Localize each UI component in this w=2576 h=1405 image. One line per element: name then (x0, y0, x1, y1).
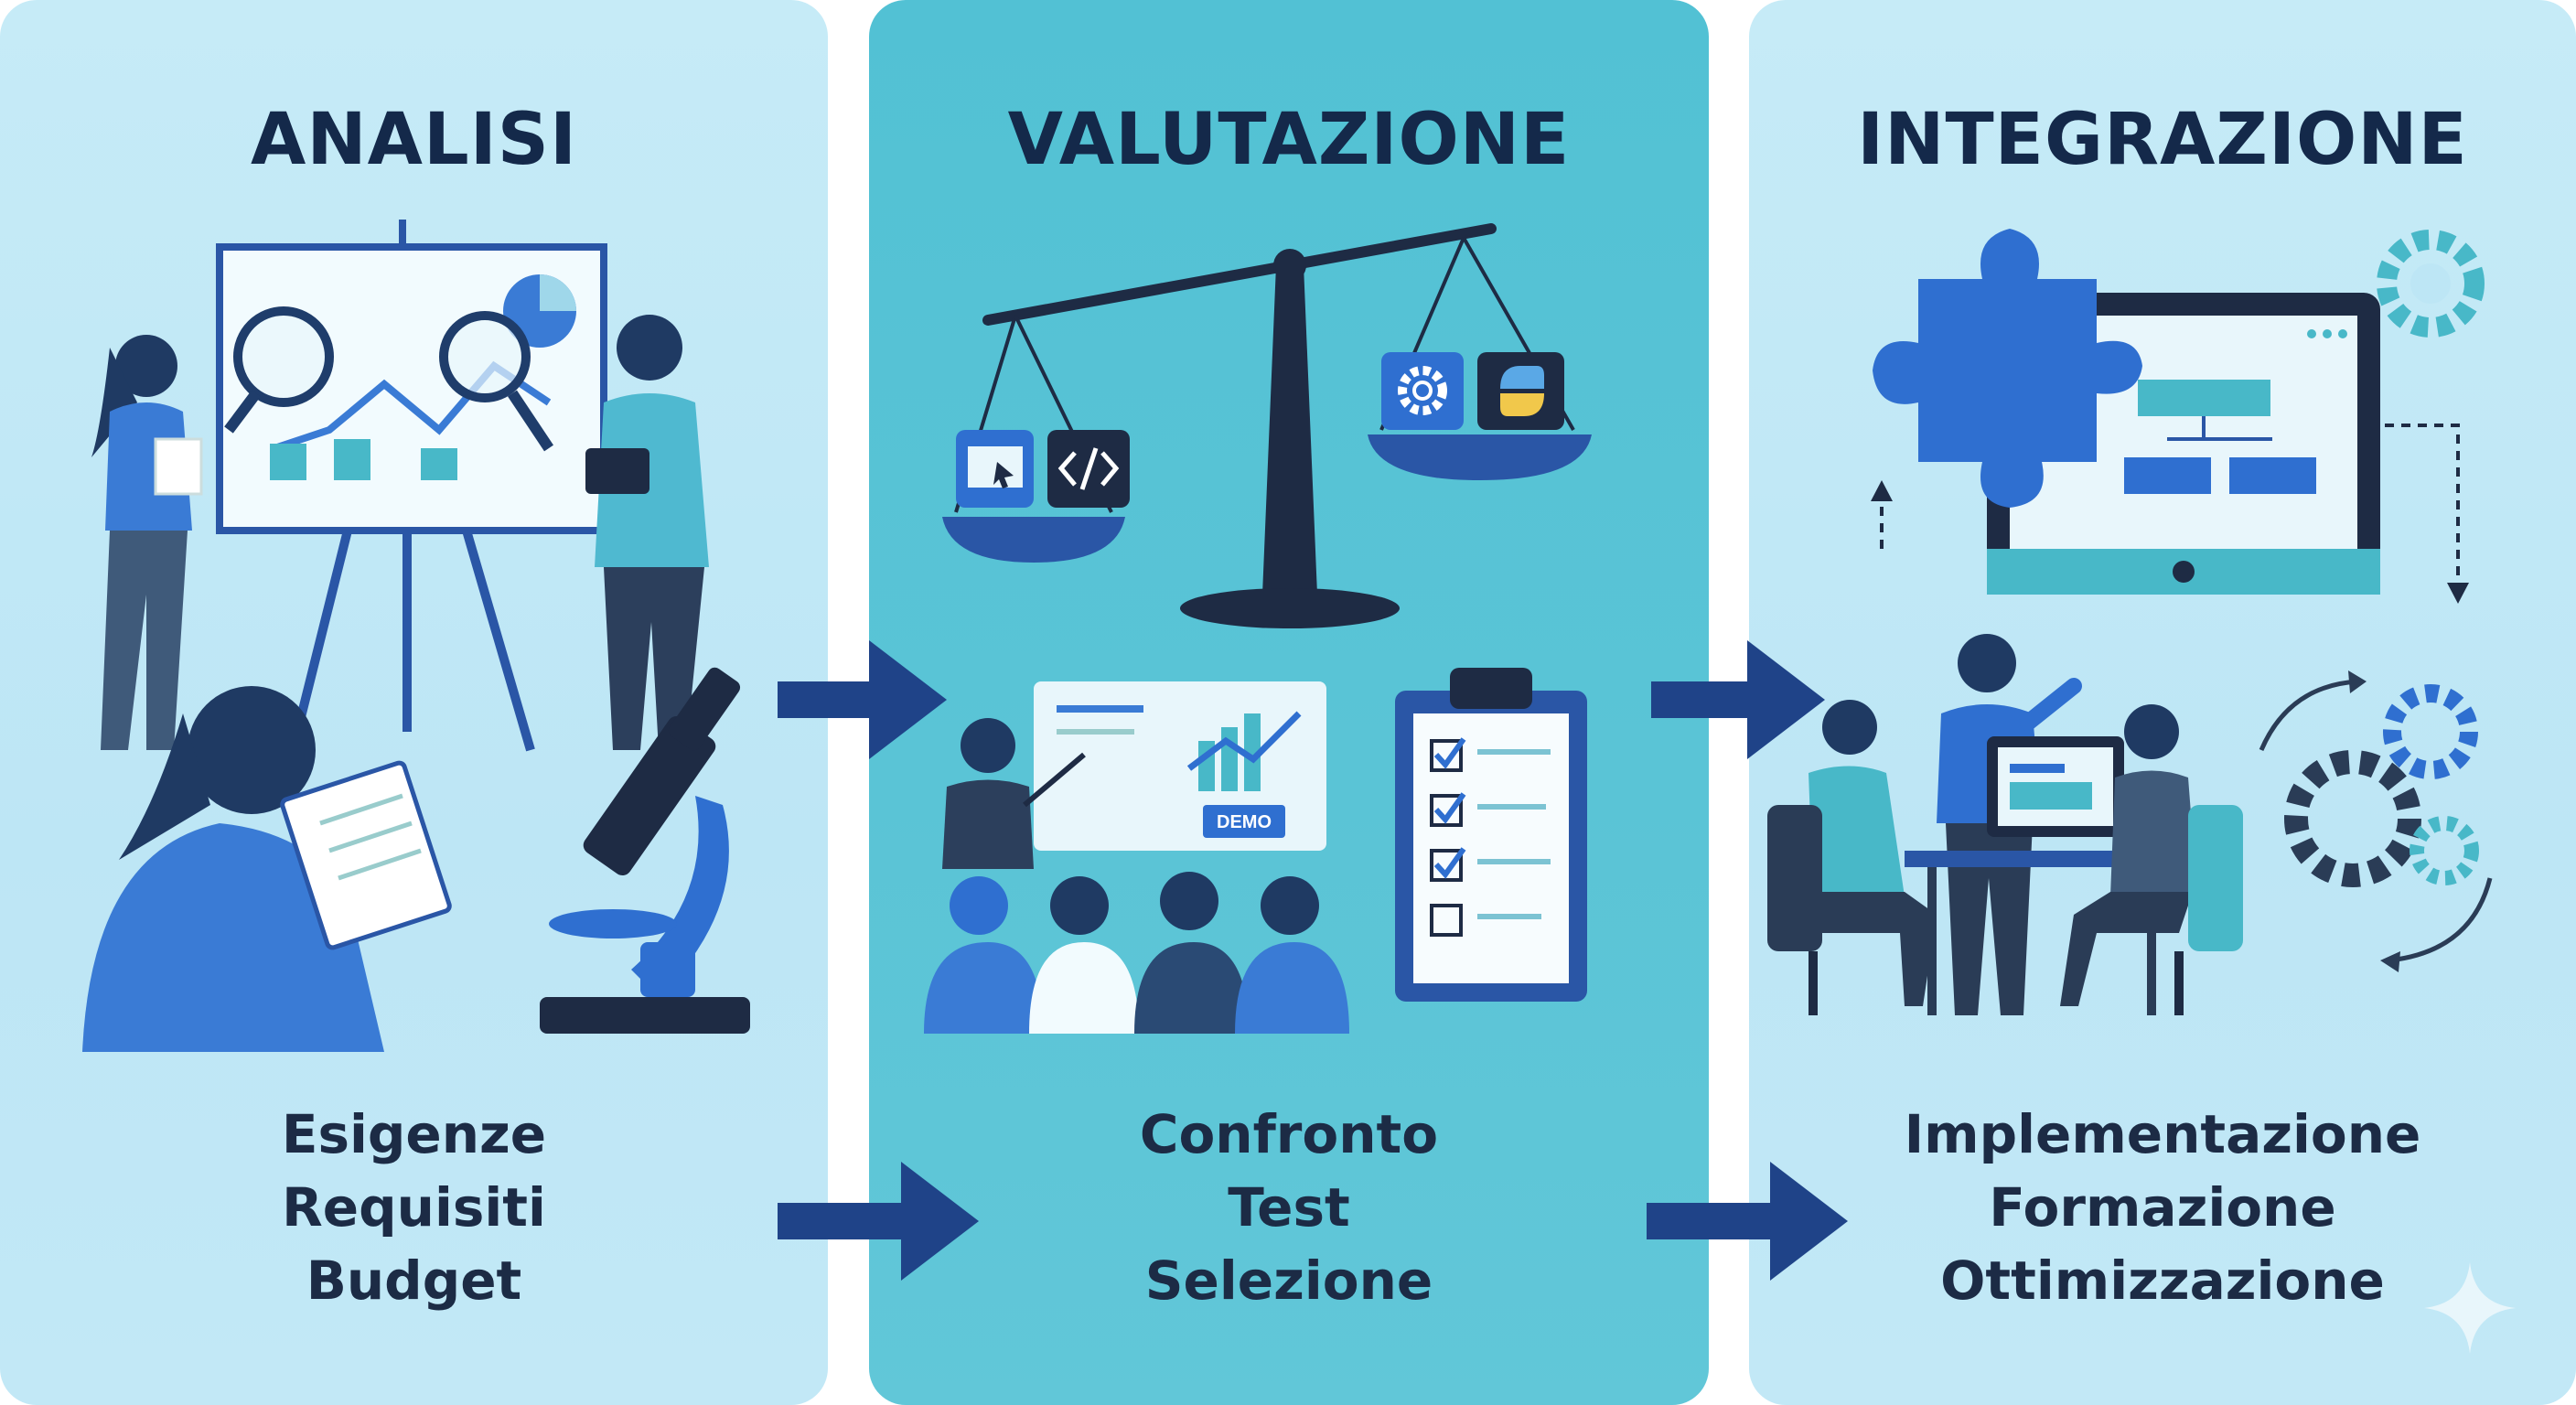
stage-items: Confronto Test Selezione (869, 1098, 1709, 1317)
cycle-arrows-icon (1871, 424, 2493, 972)
list-item: Implementazione (1904, 1103, 2421, 1165)
gear-icon (1381, 352, 1464, 430)
team-icon (91, 315, 709, 750)
stage-items: Implementazione Formazione Ottimizzazion… (1749, 1098, 2576, 1317)
balance-scale-icon (942, 223, 1592, 628)
gears-icon (2284, 230, 2485, 887)
stage-panel-valutazione: VALUTAZIONE (869, 0, 1709, 1405)
list-item: Confronto (1139, 1103, 1439, 1165)
checklist-icon (1395, 668, 1587, 1002)
code-icon (1047, 430, 1130, 508)
presentation-board-icon (216, 220, 607, 752)
stage-title: VALUTAZIONE (1007, 99, 1571, 181)
python-icon (1477, 352, 1564, 430)
stage-items: Esigenze Requisiti Budget (0, 1098, 828, 1317)
browser-window-icon (956, 430, 1034, 508)
magnifier-icon (224, 306, 553, 452)
stage-panel-analisi: ANALISI (0, 0, 828, 1405)
list-item: Requisiti (282, 1176, 546, 1239)
notepad-icon (82, 686, 452, 1052)
list-item: Formazione (1989, 1176, 2336, 1239)
puzzle-icon (1873, 229, 2142, 508)
flow-arrow-right-icon (1651, 640, 1825, 759)
meeting-icon (1767, 634, 2243, 1015)
list-item: Esigenze (281, 1103, 547, 1165)
stage-panel-integrazione: INTEGRAZIONE (1749, 0, 2576, 1405)
flow-arrow-right-icon (1647, 1162, 1848, 1281)
sparkle-icon (2424, 1262, 2516, 1354)
flow-arrow-right-icon (778, 640, 947, 759)
flow-arrow-right-icon (778, 1162, 979, 1281)
list-item: Selezione (1144, 1249, 1433, 1312)
integration-illustration (1767, 229, 2493, 1015)
analysis-illustration (82, 220, 750, 1052)
evaluation-illustration: DEMO (924, 223, 1592, 1034)
stage-title: INTEGRAZIONE (1857, 99, 2468, 181)
demo-label: DEMO (1217, 812, 1272, 832)
list-item: Test (1228, 1176, 1350, 1239)
list-item: Budget (306, 1249, 522, 1312)
microscope-icon (540, 667, 750, 1034)
list-item: Ottimizzazione (1940, 1249, 2385, 1312)
demo-presentation-icon: DEMO (924, 681, 1349, 1034)
stage-title: ANALISI (251, 99, 577, 181)
